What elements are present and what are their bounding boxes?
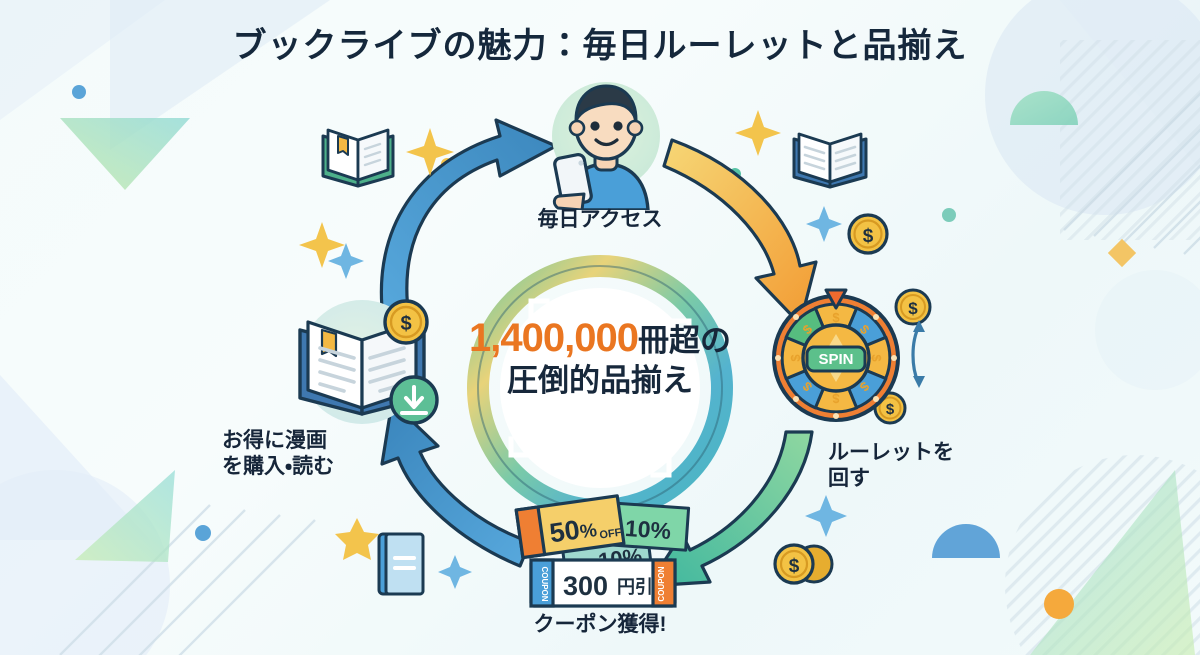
coupon-50: 50% OFF [514, 494, 626, 560]
coupon-300-unit: 円引 [617, 577, 653, 597]
page-title: ブックライブの魅力：毎日ルーレットと品揃え [232, 27, 968, 65]
svg-text:$: $ [788, 354, 803, 362]
coin-icon-right-1: $ [847, 213, 889, 255]
coupon-300-value: 300 [563, 571, 608, 601]
svg-text:$: $ [886, 401, 895, 418]
roulette-wheel-icon[interactable]: $ $ $ $ $ $ $ $ SPIN [768, 288, 904, 424]
svg-text:$: $ [400, 313, 411, 335]
coupons-icon: 10% 10% 50% OFF COUPON COUPON 300 円引 [514, 494, 691, 608]
coin-icon-right-2: $ [894, 288, 932, 326]
svg-text:$: $ [908, 299, 918, 318]
svg-text:$: $ [832, 310, 840, 325]
open-book-download-icon: $ [298, 299, 439, 425]
coin-stack-icon: $ [773, 543, 834, 585]
coupon-side-text-left: COUPON [540, 566, 549, 601]
step-label-buy-read-manga: お得に漫画 を購入・読む [222, 429, 335, 478]
step-label-get-coupon: クーポン獲得! [533, 613, 667, 636]
open-book-icon-top-right [792, 132, 868, 189]
open-book-icon-top-left [321, 128, 395, 188]
coupon-300yen: COUPON COUPON 300 円引 [529, 558, 677, 608]
coupon-50-suffix: OFF [599, 527, 623, 542]
coupon-side-text-right: COUPON [657, 566, 666, 601]
rotation-arrows-icon [911, 320, 925, 388]
svg-text:$: $ [863, 226, 874, 247]
svg-text:$: $ [789, 556, 800, 577]
svg-text:$: $ [832, 391, 840, 406]
step-label-daily-access: 毎日アクセス [537, 208, 663, 231]
svg-text:$: $ [869, 354, 884, 362]
spin-button-label: SPIN [818, 351, 853, 368]
download-icon [389, 375, 439, 425]
step-label-spin-roulette: ルーレットを 回す [828, 441, 954, 490]
closed-book-icon [377, 532, 425, 596]
coin-icon: $ [383, 299, 429, 345]
coupon-10-green-value: 10% [624, 515, 672, 544]
person-with-smartphone-icon [552, 82, 660, 210]
